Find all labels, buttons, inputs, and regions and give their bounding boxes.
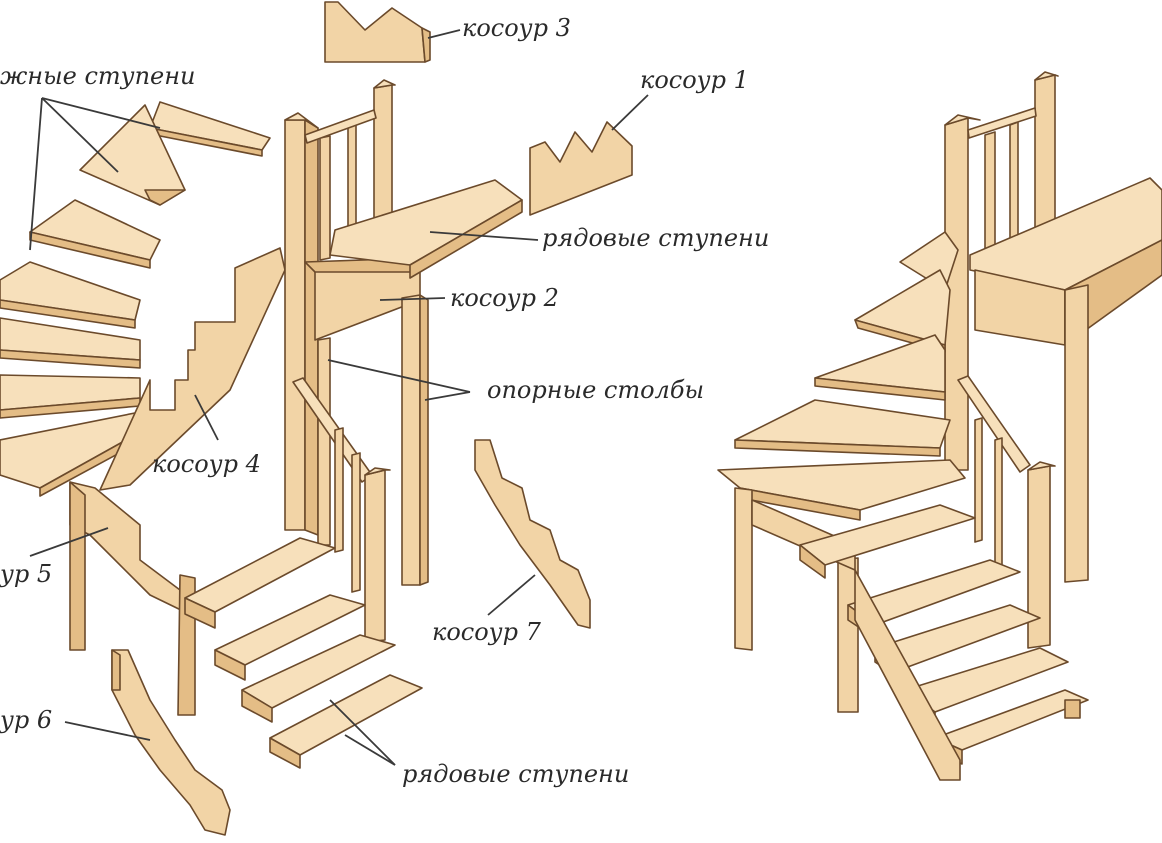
label-stringer-4: косоур 4 [152,450,261,478]
assembled-staircase [717,71,1162,781]
label-stringer-2: косоур 2 [450,284,559,312]
label-stringer-7: косоур 7 [432,618,542,646]
label-stringer-1: косоур 1 [640,66,749,94]
exploded-staircase [0,1,633,836]
label-support-posts: опорные столбы [487,376,704,404]
label-regular-steps-top: рядовые ступени [542,224,769,252]
stringer-4-part [99,247,286,491]
label-stringer-5: ур 5 [0,560,52,588]
stringer-5-part [69,481,186,613]
label-regular-steps-bottom: рядовые ступени [402,760,629,788]
label-stringer-6: ур 6 [0,706,52,734]
labels: косоур 3 косоур 1 жные ступени рядовые с… [0,14,769,788]
label-winder-steps: жные ступени [0,62,196,90]
support-post-right [401,294,421,586]
stringer-7-part [474,439,591,629]
support-post-left [317,337,331,546]
regular-steps-lower [184,537,423,769]
label-stringer-3: косоур 3 [462,14,571,42]
leader-lines [29,29,649,766]
stringer-6-part [111,649,231,836]
central-post [284,119,306,531]
stringer-1-part [529,121,633,216]
stringer-3-part [324,1,426,63]
